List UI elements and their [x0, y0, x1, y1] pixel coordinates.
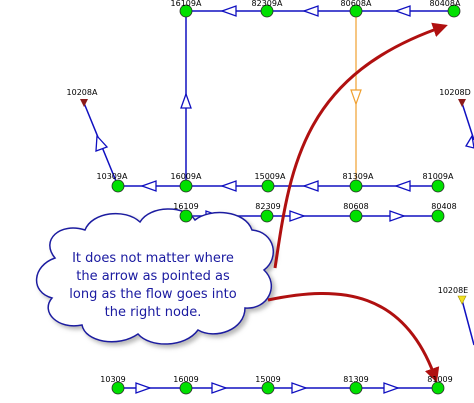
- node-16109A[interactable]: [179, 4, 193, 18]
- node-81009[interactable]: [431, 381, 445, 395]
- flow-arrow-icon: [211, 382, 228, 394]
- node-10309A[interactable]: [111, 179, 125, 193]
- callout-line-1: It does not matter where: [72, 251, 234, 266]
- source-10208A-icon[interactable]: [80, 99, 88, 107]
- node-80608A[interactable]: [349, 4, 363, 18]
- node-label: 15009: [255, 375, 280, 384]
- flow-arrow-icon: [220, 5, 237, 17]
- flow-arrow-icon: [302, 5, 319, 17]
- node-label: 82309: [255, 202, 280, 211]
- node-label: 82309A: [252, 0, 283, 8]
- orange-flow-arrow-icon: [350, 89, 362, 106]
- node-label: 80408A: [430, 0, 461, 8]
- node-16109[interactable]: [179, 209, 193, 223]
- node-80608[interactable]: [349, 209, 363, 223]
- flow-arrow-icon: [291, 382, 308, 394]
- flow-arrow-icon: [389, 210, 406, 222]
- node-label: 81009: [427, 375, 452, 384]
- network-nodes: [111, 4, 461, 395]
- flow-arrow-icon: [383, 382, 400, 394]
- node-15009A[interactable]: [261, 179, 275, 193]
- node-15009[interactable]: [261, 381, 275, 395]
- flow-arrow-icon: [289, 210, 306, 222]
- callout-line-4: the right node.: [105, 305, 202, 320]
- flow-arrow-icon: [135, 382, 152, 394]
- node-label: 10208E: [438, 286, 469, 295]
- node-label: 15009A: [255, 172, 286, 181]
- node-labels: 16109A 82309A 80608A 80408A 10208A 10208…: [67, 0, 471, 384]
- node-81009A[interactable]: [431, 179, 445, 193]
- node-label: 16009: [173, 375, 198, 384]
- node-label: 16109A: [171, 0, 202, 8]
- node-label: 10208D: [439, 88, 471, 97]
- callout-cloud: [35, 208, 274, 345]
- node-label: 10208A: [67, 88, 98, 97]
- flow-arrow-icon: [394, 5, 411, 17]
- node-82309A[interactable]: [260, 4, 274, 18]
- callout-pointer-arrow-bottom: [267, 292, 440, 383]
- node-16009A[interactable]: [179, 179, 193, 193]
- node-10309[interactable]: [111, 381, 125, 395]
- node-label: 81009A: [423, 172, 454, 181]
- node-81309[interactable]: [349, 381, 363, 395]
- node-label: 80608A: [341, 0, 372, 8]
- flow-arrow-icon: [394, 180, 411, 192]
- flow-arrow-icon: [140, 180, 157, 192]
- callout-line-3: long as the flow goes into: [69, 287, 236, 302]
- node-81309A[interactable]: [349, 179, 363, 193]
- node-82309[interactable]: [260, 209, 274, 223]
- pipe-10208D[interactable]: [461, 102, 474, 141]
- flow-arrow-icon: [464, 134, 474, 149]
- node-label: 80608: [343, 202, 368, 211]
- flow-arrow-icon: [220, 180, 237, 192]
- node-label: 16109: [173, 202, 198, 211]
- source-10208E-icon[interactable]: [457, 295, 467, 305]
- pipe-10208E[interactable]: [461, 299, 474, 346]
- node-label: 10309: [100, 375, 125, 384]
- flow-arrows: [95, 5, 474, 394]
- callout-text: It does not matter where the arrow as po…: [69, 251, 236, 320]
- node-80408[interactable]: [431, 209, 445, 223]
- node-label: 10309A: [97, 172, 128, 181]
- node-label: 16009A: [171, 172, 202, 181]
- callout-pointer-arrow-top: [273, 22, 448, 269]
- source-10208D-icon[interactable]: [458, 99, 466, 107]
- flow-arrow-icon: [302, 180, 319, 192]
- flow-arrow-icon: [95, 134, 109, 152]
- node-label: 80408: [431, 202, 456, 211]
- node-label: 81309: [343, 375, 368, 384]
- node-80408A[interactable]: [447, 4, 461, 18]
- node-16009[interactable]: [179, 381, 193, 395]
- flow-arrow-icon: [180, 92, 192, 109]
- callout-line-2: the arrow as pointed as: [76, 269, 230, 284]
- node-label: 81309A: [343, 172, 374, 181]
